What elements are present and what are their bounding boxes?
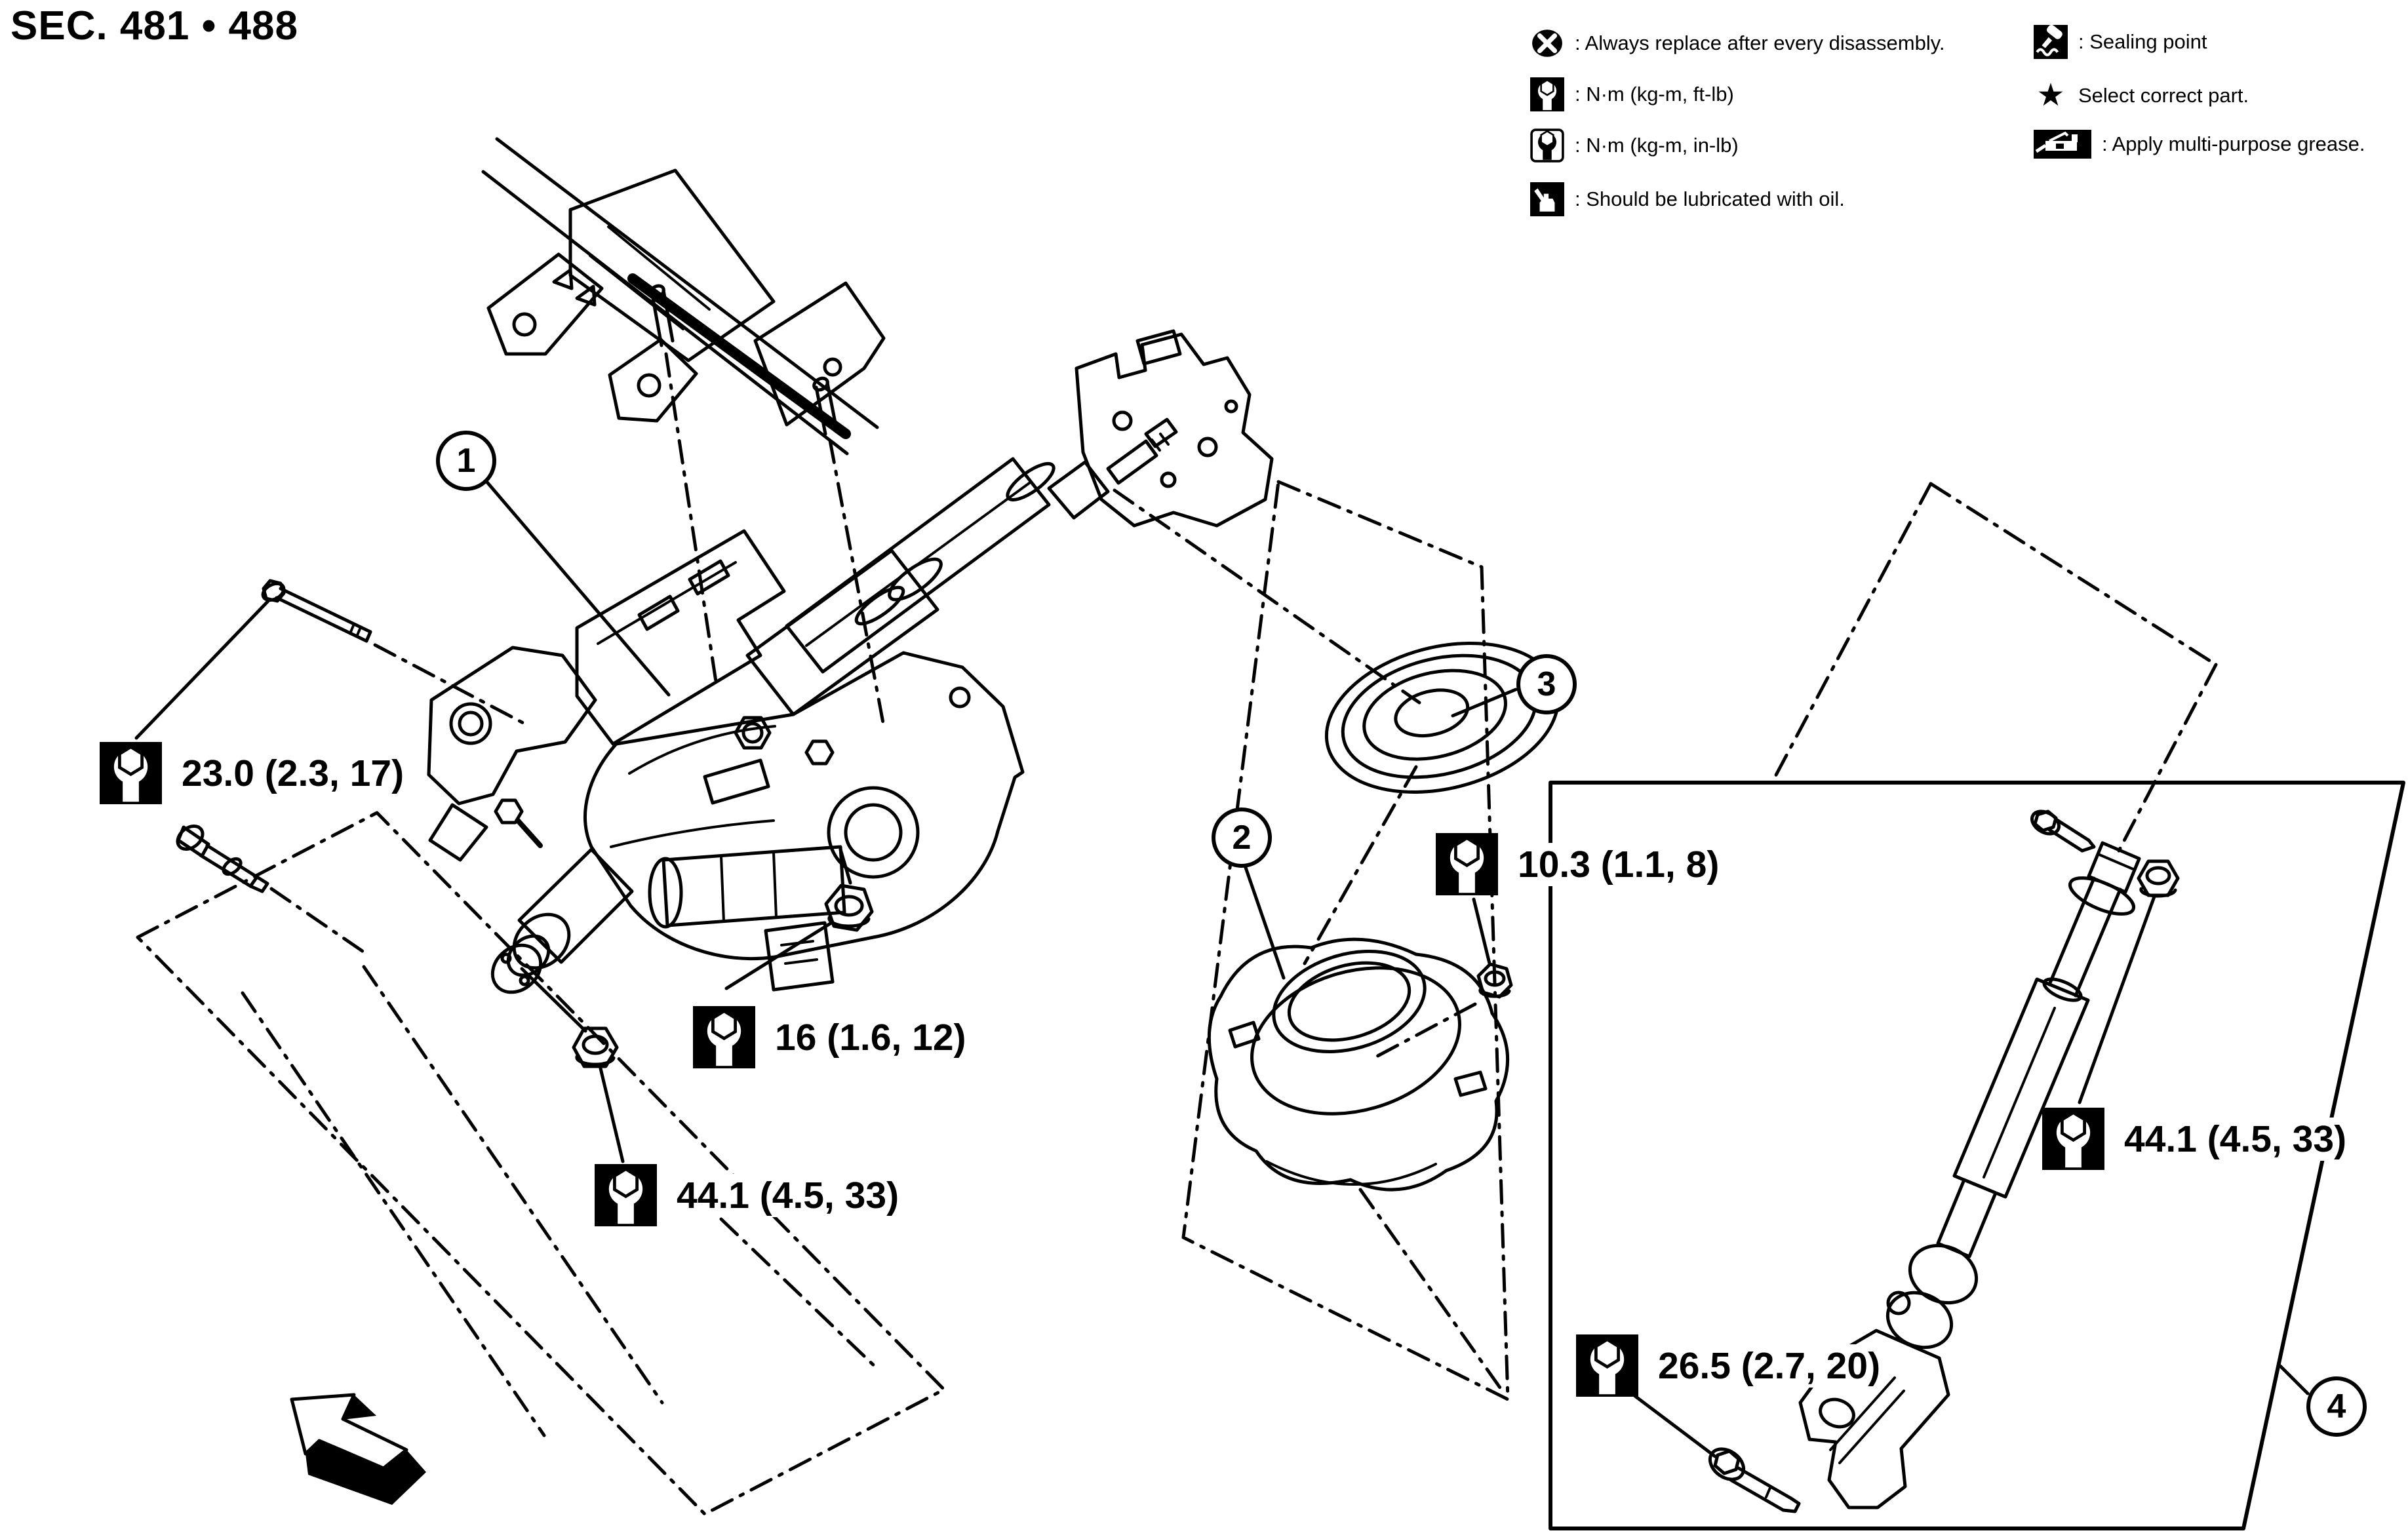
part-number: 2	[1232, 819, 1252, 857]
legend-label: : Should be lubricated with oil.	[1575, 187, 1845, 210]
torque-value: 44.1 (4.5, 33)	[2120, 1117, 2351, 1161]
torque-callout-shaft-bolt: 26.5 (2.7, 20)	[1576, 1334, 1885, 1397]
part-balloon-4: 4	[2306, 1376, 2367, 1437]
torque-callout-column-nut: 16 (1.6, 12)	[693, 1006, 970, 1068]
section-title: SEC. 481 • 488	[10, 3, 298, 49]
legend-item-select-part: ★ Select correct part.	[2034, 80, 2249, 111]
torque-wrench-icon	[595, 1164, 657, 1226]
torque-value: 44.1 (4.5, 33)	[673, 1173, 903, 1217]
torque-callout-shaft-nut: 44.1 (4.5, 33)	[2042, 1108, 2351, 1170]
oil-lubricate-icon	[1530, 182, 1564, 216]
legend-label: : Sealing point	[2078, 30, 2207, 53]
torque-value: 16 (1.6, 12)	[771, 1015, 970, 1059]
torque-in-lb-icon	[1530, 128, 1564, 163]
torque-value: 10.3 (1.1, 8)	[1514, 842, 1724, 886]
part-number: 1	[456, 442, 476, 480]
part-balloon-3: 3	[1516, 654, 1577, 714]
legend-label: Select correct part.	[2078, 84, 2249, 107]
grease-icon	[2034, 130, 2091, 159]
legend-item-oil: : Should be lubricated with oil.	[1530, 182, 1845, 216]
part-number: 4	[2327, 1388, 2346, 1426]
torque-value: 26.5 (2.7, 20)	[1654, 1344, 1885, 1388]
torque-wrench-icon	[1436, 833, 1498, 895]
torque-wrench-icon	[693, 1006, 755, 1068]
torque-callout-column-bolt: 23.0 (2.3, 17)	[100, 742, 408, 804]
legend-item-torque-inlb: : N·m (kg-m, in-lb)	[1530, 128, 1739, 163]
part-balloon-1: 1	[436, 431, 496, 491]
torque-value: 23.0 (2.3, 17)	[178, 751, 408, 795]
torque-ft-lb-icon	[1530, 77, 1564, 111]
legend-item-grease: : Apply multi-purpose grease.	[2034, 130, 2365, 159]
legend-label: : N·m (kg-m, ft-lb)	[1575, 83, 1734, 106]
legend-item-torque-ftlb: : N·m (kg-m, ft-lb)	[1530, 77, 1734, 111]
legend-item-always-replace: : Always replace after every disassembly…	[1530, 26, 1945, 60]
legend-label: : Apply multi-purpose grease.	[2102, 132, 2365, 155]
legend-label: : Always replace after every disassembly…	[1575, 31, 1945, 54]
torque-callout-boot-nut: 10.3 (1.1, 8)	[1436, 833, 1724, 895]
always-replace-icon	[1530, 26, 1564, 60]
torque-callout-mount-nut: 44.1 (4.5, 33)	[595, 1164, 903, 1226]
torque-wrench-icon	[1576, 1334, 1638, 1397]
sealing-point-icon	[2034, 25, 2068, 59]
select-part-star-icon: ★	[2036, 78, 2065, 113]
legend-item-sealing: : Sealing point	[2034, 25, 2207, 59]
legend-label: : N·m (kg-m, in-lb)	[1575, 134, 1739, 157]
torque-wrench-icon	[2042, 1108, 2104, 1170]
torque-wrench-icon	[100, 742, 162, 804]
part-number: 3	[1537, 665, 1556, 703]
part-balloon-2: 2	[1212, 807, 1272, 868]
